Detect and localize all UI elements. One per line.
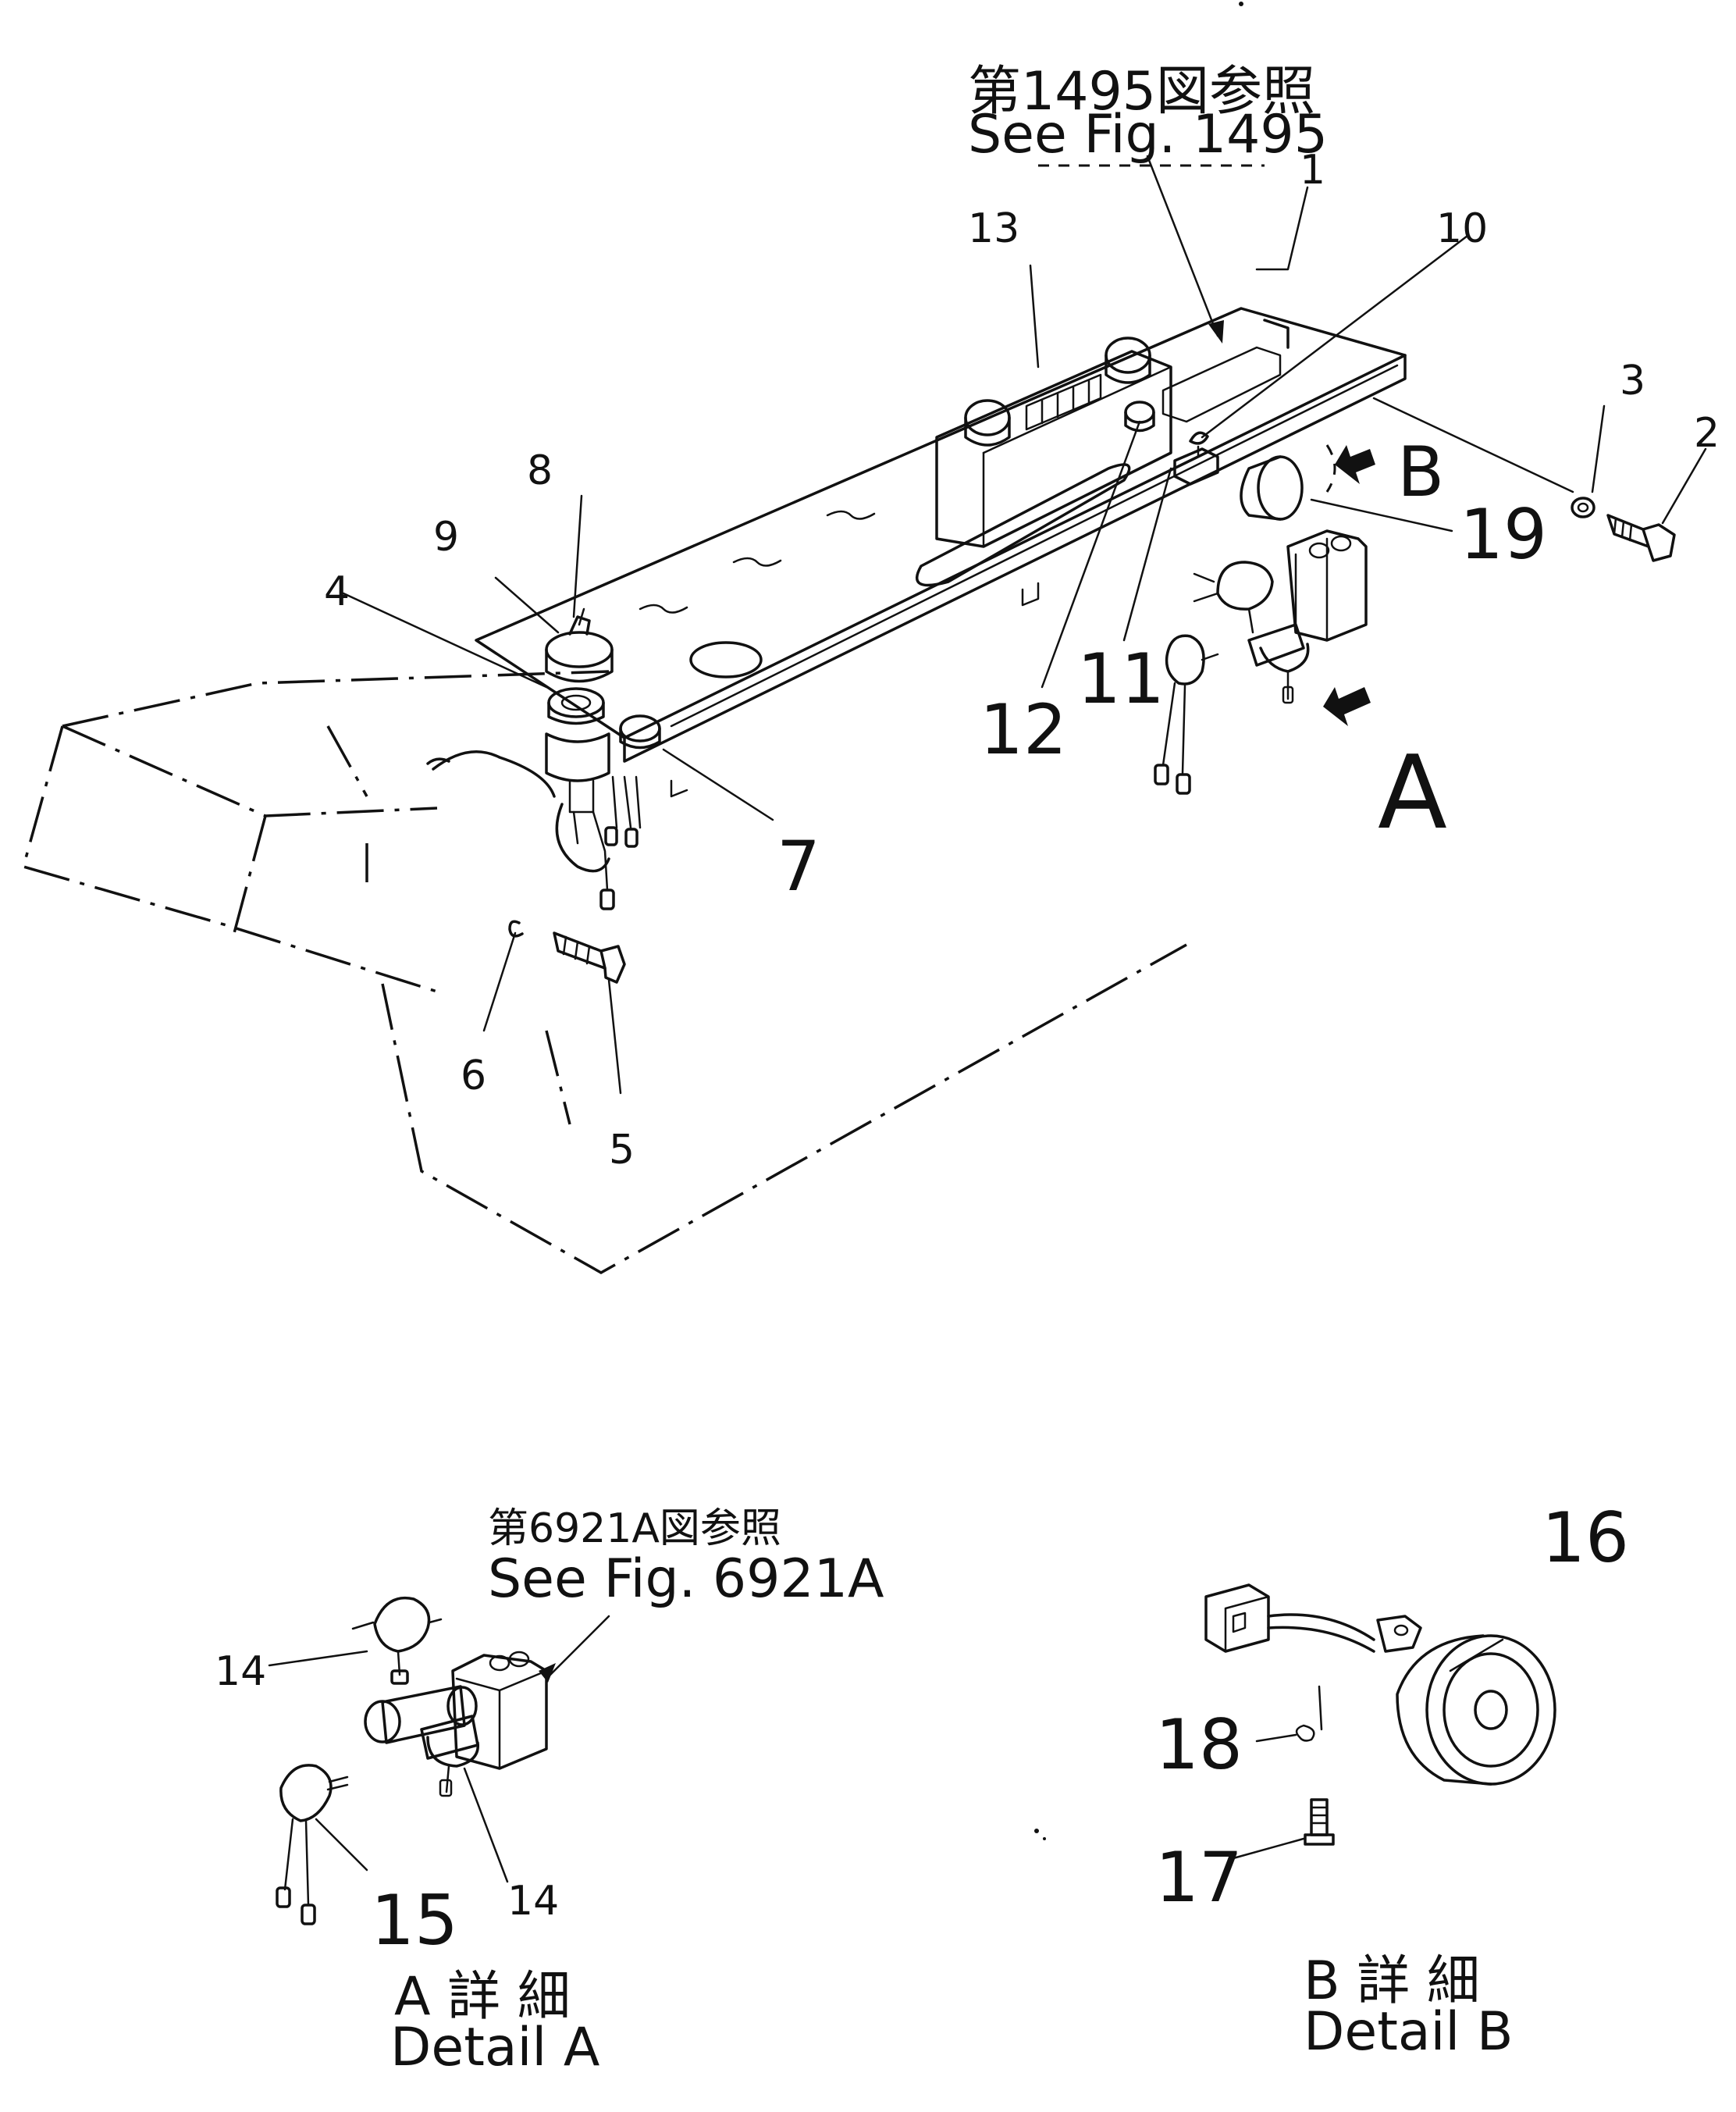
detail-a-caption-en: Detail A bbox=[390, 2017, 599, 2078]
bolt-5-washer-6 bbox=[508, 920, 626, 984]
part-number-19: 19 bbox=[1460, 494, 1547, 575]
part-number-11: 11 bbox=[1077, 639, 1165, 719]
part-number-12: 12 bbox=[980, 689, 1067, 770]
part-number-14b: 14 bbox=[507, 1878, 559, 1925]
leader-lines bbox=[342, 155, 1707, 1095]
detail-a-caption-jp: A 詳 細 bbox=[394, 1966, 571, 2028]
ref-fig1495-jp: 第1495図参照 bbox=[968, 61, 1315, 123]
part-number-17: 17 bbox=[1155, 1837, 1243, 1918]
detail-b-caption-jp: B 詳 細 bbox=[1304, 1950, 1480, 2012]
part-number-16: 16 bbox=[1542, 1498, 1629, 1578]
wiring-harness bbox=[426, 750, 642, 910]
part-number-6: 6 bbox=[461, 1052, 486, 1099]
part-number-5: 5 bbox=[609, 1127, 635, 1174]
detail-a-drawing bbox=[268, 1597, 610, 1925]
part-number-10: 10 bbox=[1436, 205, 1488, 252]
part-number-2: 2 bbox=[1694, 410, 1720, 457]
part-number-18: 18 bbox=[1155, 1704, 1243, 1785]
meter-cluster-13 bbox=[935, 337, 1172, 548]
detail-a-inline-group bbox=[1154, 529, 1368, 795]
cap-knob-7 bbox=[619, 714, 661, 750]
ref-fig6921-en: See Fig. 6921A bbox=[488, 1548, 884, 1610]
part-number-8: 8 bbox=[527, 447, 553, 494]
part-number-14a: 14 bbox=[215, 1648, 266, 1695]
view-arrows bbox=[1323, 445, 1375, 726]
key-switch-8-9-4 bbox=[545, 607, 614, 845]
ref-fig6921-jp: 第6921A図参照 bbox=[488, 1505, 781, 1552]
detail-b-caption-en: Detail B bbox=[1304, 2001, 1514, 2063]
detail-b-drawing bbox=[1204, 1583, 1556, 1860]
view-letter-a: A bbox=[1378, 733, 1447, 852]
part-number-3: 3 bbox=[1620, 358, 1645, 404]
scan-specks bbox=[1034, 2, 1243, 1840]
bolt-2-washer-3 bbox=[1571, 497, 1676, 562]
view-letter-b: B bbox=[1397, 432, 1444, 512]
arrow-b-icon bbox=[1335, 445, 1375, 484]
knob-12 bbox=[1124, 401, 1155, 433]
part-number-9: 9 bbox=[433, 514, 459, 561]
part-number-1: 1 bbox=[1300, 147, 1325, 194]
console-body-phantom bbox=[21, 670, 1187, 1275]
panel-plate bbox=[475, 307, 1407, 798]
part-number-4: 4 bbox=[324, 568, 350, 615]
switch-11 bbox=[1173, 431, 1219, 486]
part-number-13: 13 bbox=[968, 205, 1019, 252]
part-number-15: 15 bbox=[371, 1880, 458, 1961]
part-number-7: 7 bbox=[777, 826, 820, 906]
arrow-a-icon bbox=[1323, 687, 1371, 726]
ref-fig1495-en: See Fig. 1495 bbox=[968, 104, 1328, 166]
buzzer-19 bbox=[1240, 444, 1336, 521]
